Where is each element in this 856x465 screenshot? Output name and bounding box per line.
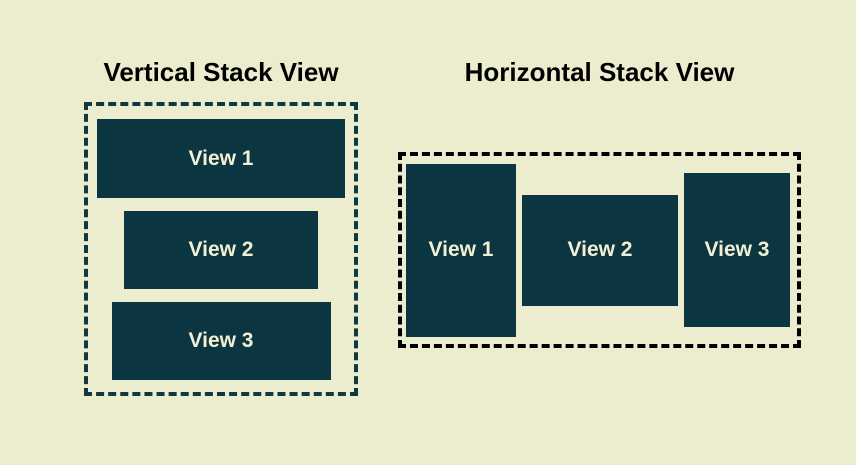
horizontal-stack-title: Horizontal Stack View	[464, 57, 735, 87]
horizontal-stack-container: View 1 View 2 View 3	[398, 152, 801, 348]
vertical-view-1: View 1	[97, 119, 345, 198]
horizontal-view-2: View 2	[522, 194, 678, 306]
horizontal-view-1: View 1	[406, 163, 516, 337]
vertical-view-3: View 3	[111, 302, 331, 380]
vertical-stack-title: Vertical Stack View	[103, 57, 339, 87]
vertical-stack-container: View 1 View 2 View 3	[84, 102, 358, 396]
vertical-view-2: View 2	[124, 211, 318, 289]
horizontal-view-3: View 3	[684, 173, 790, 327]
